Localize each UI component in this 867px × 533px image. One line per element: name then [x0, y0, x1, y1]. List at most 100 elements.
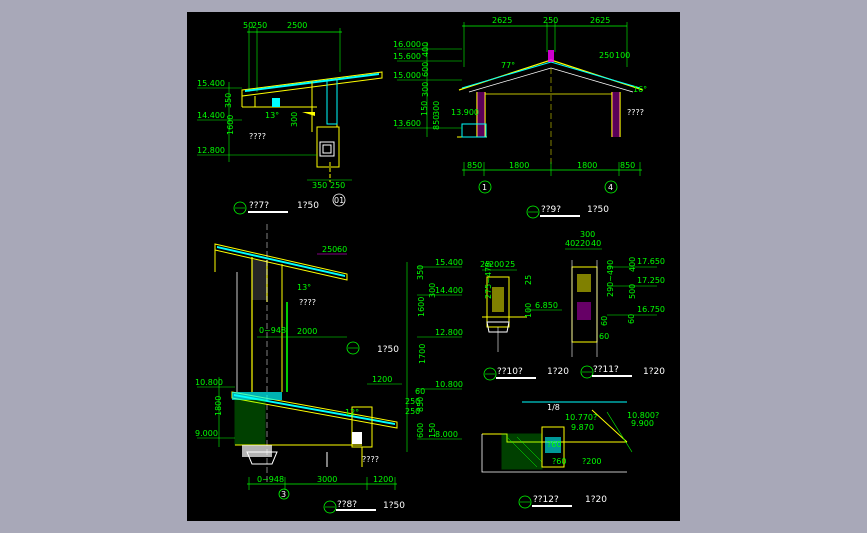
detail-2: 2625 250 2625 16.000 15.600 15.000 13.60…: [393, 16, 647, 219]
d1-side-1600: 1600: [226, 115, 235, 135]
d3-angle-12: 12°: [345, 408, 359, 417]
d3-scale: 1?50: [383, 501, 405, 511]
d4-top-200: 200: [489, 260, 504, 269]
d3-span-600: 600: [416, 423, 425, 438]
d1-side-300: 300: [290, 112, 299, 127]
d3-span-2000: 2000: [297, 327, 317, 336]
d5-side-60b: 60: [600, 316, 609, 326]
d2-elev-13900: 13.900: [451, 108, 479, 117]
d5-side-290-490: 290~490: [606, 260, 615, 297]
d1-note: ????: [249, 132, 266, 141]
d6-elev-10800: 10.800?: [627, 411, 659, 420]
d6-note-1-8: 1/8: [547, 403, 560, 412]
d4-title: ??10?: [497, 367, 523, 377]
d2-axis-1: 1: [482, 183, 487, 192]
d1-title: ??7?: [249, 201, 269, 211]
d5-side-60a: 60: [627, 314, 636, 324]
d2-scale: 1?50: [587, 205, 609, 215]
d3-elev-10800-left: 10.800: [195, 378, 223, 387]
detail-6: 10.800? 9.900 10.770? 9.870 1/8 ?60 ?60 …: [481, 401, 659, 509]
d2-right-250: 250: [599, 51, 614, 60]
d3-mid-scale: 1?50: [377, 345, 399, 355]
d3-span-150: 150: [428, 423, 437, 438]
d3-elev-15400: 15.400: [435, 258, 463, 267]
d3-elev-12800: 12.800: [435, 328, 463, 337]
d6-note-200: ?200: [582, 457, 602, 466]
d1-bottom-350: 350: [312, 181, 327, 190]
d3-side-1700: 1700: [418, 344, 427, 364]
d5-top-220: 220: [575, 239, 590, 248]
d5-elev-16750: 16.750: [637, 305, 665, 314]
d4-elev: 6.850: [535, 301, 558, 310]
d6-elev-10770: 10.770?: [565, 413, 597, 422]
d2-title: ??9?: [541, 205, 561, 215]
detail-1: 50 250 2500 15.400 14.400 12.800 350 160…: [197, 21, 383, 215]
d5-elev-17650: 17.650: [637, 257, 665, 266]
d5-top-40b: 40: [591, 239, 601, 248]
d3-span-60: 60: [415, 387, 425, 396]
d4-side-25: 25: [524, 275, 533, 285]
d6-note-60a: ?60: [547, 440, 561, 449]
d3-side-350: 350: [416, 265, 425, 280]
d1-bottom-250: 250: [330, 181, 345, 190]
d2-dim-250: 250: [543, 16, 558, 25]
d3-elev-14400: 14.400: [435, 286, 463, 295]
d3-span-0948: 0~948: [259, 326, 286, 335]
d2-dim-2625-right: 2625: [590, 16, 610, 25]
d5-title: ??11?: [593, 365, 619, 375]
d2-elev-13600: 13.600: [393, 119, 421, 128]
d3-top-250: 250: [322, 245, 337, 254]
d6-title: ??12?: [533, 495, 559, 505]
d3-top-60: 60: [337, 245, 347, 254]
d1-side-350: 350: [224, 93, 233, 108]
d3-elev-10800-right: 10.800: [435, 380, 463, 389]
d2-side-600: 600: [421, 62, 430, 77]
d1-dim-250: 250: [252, 21, 267, 30]
d2-side-300b: 300: [432, 101, 441, 116]
detail-5: 300 40 220 40 17.650 17.250 16.750 400 2…: [565, 230, 665, 379]
d2-side-300: 300: [421, 82, 430, 97]
d1-elev-14400: 14.400: [197, 111, 225, 120]
d3-elev-9000: 9.000: [195, 429, 218, 438]
d5-scale: 1?20: [643, 367, 665, 377]
d3-bottom-0948: 0~948: [257, 475, 284, 484]
d2-dim-2625-left: 2625: [492, 16, 512, 25]
d6-note-60b: ?60: [552, 457, 566, 466]
d5-extra-60: 60: [599, 332, 609, 341]
d2-axis-4: 4: [608, 183, 613, 192]
d3-span-850: 850: [416, 397, 425, 412]
d2-note: ????: [627, 108, 644, 117]
d4-scale: 1?20: [547, 367, 569, 377]
d2-elev-15000: 15.000: [393, 71, 421, 80]
d3-side-1800: 1800: [214, 396, 223, 416]
d2-bottom-1800-right: 1800: [577, 161, 597, 170]
detail-3: 250 60 13° ???? 0~948 2000 12° ????: [195, 224, 463, 514]
d2-bottom-850-right: 850: [620, 161, 635, 170]
d3-span-250b: 250: [405, 407, 420, 416]
d3-bottom-1200: 1200: [373, 475, 393, 484]
d4-top-25b: 25: [505, 260, 515, 269]
d2-angle-16: 16°: [633, 85, 647, 94]
d4-side-100: 100: [524, 303, 533, 318]
d6-scale: 1?20: [585, 495, 607, 505]
d3-span-250a: 250: [405, 397, 420, 406]
d1-elev-15400: 15.400: [197, 79, 225, 88]
d3-span-1200: 1200: [372, 375, 392, 384]
d3-elev-8000: 8.000: [435, 430, 458, 439]
d2-elev-16000: 16.000: [393, 40, 421, 49]
d5-top-40a: 40: [565, 239, 575, 248]
d3-bottom-3000: 3000: [317, 475, 337, 484]
d3-side-300: 300: [428, 283, 437, 298]
d3-note-2: ????: [362, 455, 379, 464]
d3-angle-13: 13°: [297, 283, 311, 292]
d6-elev-9900: 9.900: [631, 419, 654, 428]
d2-side-400: 400: [421, 42, 430, 57]
d3-note-1: ????: [299, 298, 316, 307]
d3-side-1600: 1600: [417, 297, 426, 317]
d5-elev-17250: 17.250: [637, 276, 665, 285]
d1-dim-2500: 2500: [287, 21, 307, 30]
d5-top-300: 300: [580, 230, 595, 239]
d2-bottom-1800-left: 1800: [509, 161, 529, 170]
d4-side-275-475: 275~475: [484, 262, 493, 299]
cad-drawing: 50 250 2500 15.400 14.400 12.800 350 160…: [195, 16, 665, 514]
